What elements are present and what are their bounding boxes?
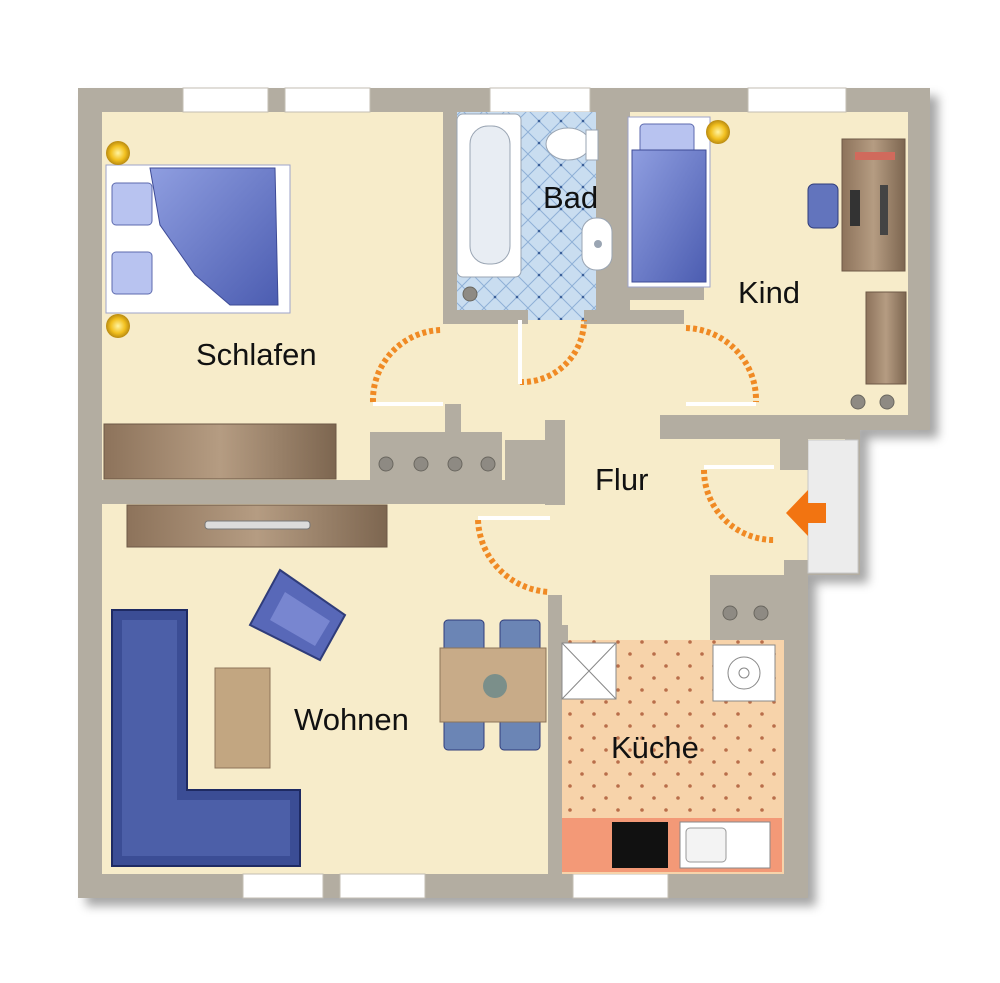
lamp-icon	[106, 141, 130, 165]
toilet-icon	[545, 127, 599, 161]
tv-sideboard	[126, 504, 388, 548]
room-label-flur: Flur	[595, 462, 648, 497]
desk-chair	[807, 183, 839, 229]
windows	[182, 87, 847, 899]
room-label-kind: Kind	[738, 275, 800, 310]
kids-wardrobe	[865, 291, 907, 385]
dining-set	[439, 619, 547, 751]
single-bed	[627, 116, 711, 288]
door-leaves	[373, 320, 774, 520]
room-label-bad: Bad	[543, 180, 598, 215]
door-swing-icon	[369, 327, 444, 403]
lamp-icon	[106, 314, 130, 338]
fridge	[561, 642, 617, 700]
pipe-dots	[378, 286, 895, 621]
door-swing-icon	[519, 319, 587, 386]
entrance-arrow-icon	[786, 490, 826, 536]
wardrobe	[103, 423, 337, 480]
room-label-schlafen: Schlafen	[196, 337, 317, 372]
room-label-wohnen: Wohnen	[294, 702, 409, 737]
double-bed	[105, 164, 291, 314]
room-label-kueche: Küche	[611, 730, 699, 765]
door-swing-icon	[685, 325, 760, 403]
kitchen-counter	[562, 818, 782, 872]
desk	[841, 138, 906, 272]
lamp-icon	[706, 120, 730, 144]
bathtub	[456, 113, 522, 278]
washbasin-icon	[581, 217, 613, 271]
washing-machine	[712, 644, 776, 702]
coffee-table	[214, 667, 271, 769]
corner-sofa	[111, 609, 301, 867]
door-swings	[369, 319, 775, 595]
armchair	[248, 568, 347, 662]
